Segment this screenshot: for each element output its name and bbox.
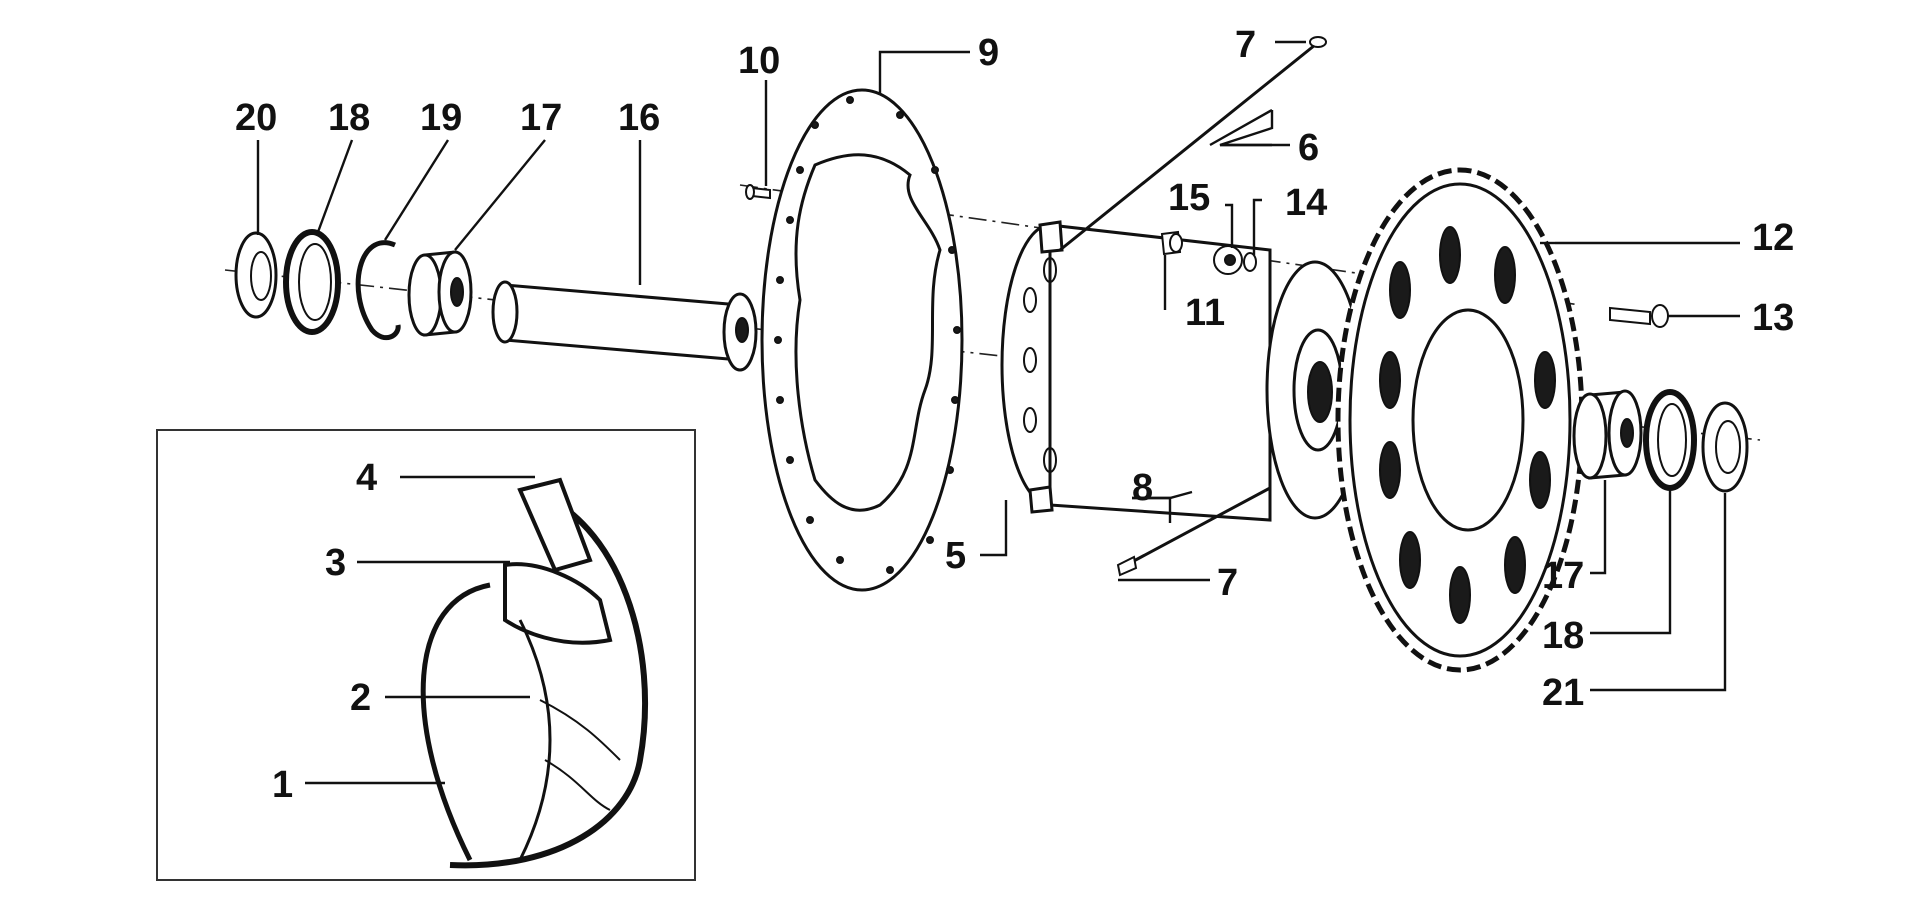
callout-1: 1 bbox=[272, 764, 293, 806]
disc-bolt-part-10 bbox=[745, 184, 771, 200]
spacer-tube-part-16 bbox=[491, 280, 758, 372]
nut-part-11 bbox=[1160, 230, 1183, 256]
callout-17-left: 17 bbox=[520, 97, 562, 139]
hub-part-5 bbox=[1000, 220, 1365, 522]
seal-part-21 bbox=[1701, 401, 1749, 493]
callout-7-top: 7 bbox=[1235, 24, 1256, 66]
circlip-part-19 bbox=[355, 240, 401, 341]
bearing-part-17-left bbox=[407, 250, 473, 337]
callout-19: 19 bbox=[420, 97, 462, 139]
seal-part-20 bbox=[234, 231, 278, 319]
callout-12: 12 bbox=[1752, 217, 1794, 259]
bearing-part-17-right bbox=[1572, 389, 1643, 480]
callout-14: 14 bbox=[1285, 182, 1327, 224]
callout-17-right: 17 bbox=[1542, 555, 1584, 597]
callout-15: 15 bbox=[1168, 177, 1210, 219]
nut-part-15 bbox=[1213, 245, 1243, 275]
callout-5: 5 bbox=[945, 535, 966, 577]
axis-line-upper bbox=[224, 269, 1761, 441]
seal-ring-part-18-right bbox=[1643, 389, 1697, 491]
callout-10: 10 bbox=[738, 40, 780, 82]
callout-13: 13 bbox=[1752, 297, 1794, 339]
screw-part-13 bbox=[1609, 304, 1669, 328]
callout-6: 6 bbox=[1298, 127, 1319, 169]
washer-part-14 bbox=[1243, 252, 1257, 272]
callout-18-right: 18 bbox=[1542, 615, 1584, 657]
callout-16: 16 bbox=[618, 97, 660, 139]
brake-disc-part-9 bbox=[760, 88, 964, 592]
short-bolt-part-8 bbox=[1116, 486, 1271, 577]
leader-lines bbox=[256, 40, 1740, 785]
callout-labels: 1 2 3 4 5 6 7 7 8 9 10 11 12 13 14 15 16… bbox=[235, 24, 1794, 806]
callout-3: 3 bbox=[325, 542, 346, 584]
callout-9: 9 bbox=[978, 32, 999, 74]
callout-11: 11 bbox=[1185, 292, 1225, 334]
callout-21: 21 bbox=[1542, 672, 1584, 714]
seal-ring-part-18-left bbox=[283, 229, 341, 335]
long-bolt-part-6 bbox=[1059, 36, 1327, 252]
callout-8: 8 bbox=[1132, 467, 1153, 509]
tyre-inset bbox=[156, 429, 696, 881]
callout-2: 2 bbox=[350, 677, 371, 719]
callout-7-bottom: 7 bbox=[1217, 562, 1238, 604]
callout-18-left: 18 bbox=[328, 97, 370, 139]
callout-4: 4 bbox=[356, 457, 377, 499]
callout-20: 20 bbox=[235, 97, 277, 139]
